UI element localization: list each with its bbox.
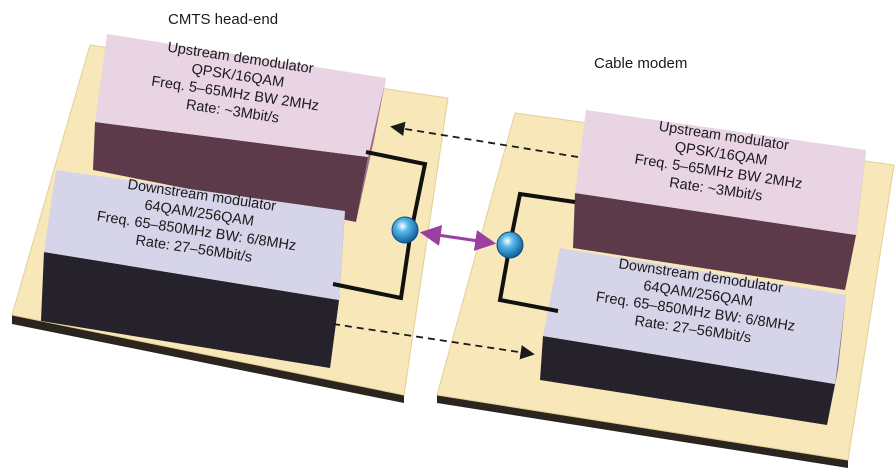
modem-splitter-node [497,232,523,258]
cmts-splitter-node [392,217,418,243]
cable-modem-label: Cable modem [594,55,687,72]
cmts-label: CMTS head-end [168,11,278,28]
